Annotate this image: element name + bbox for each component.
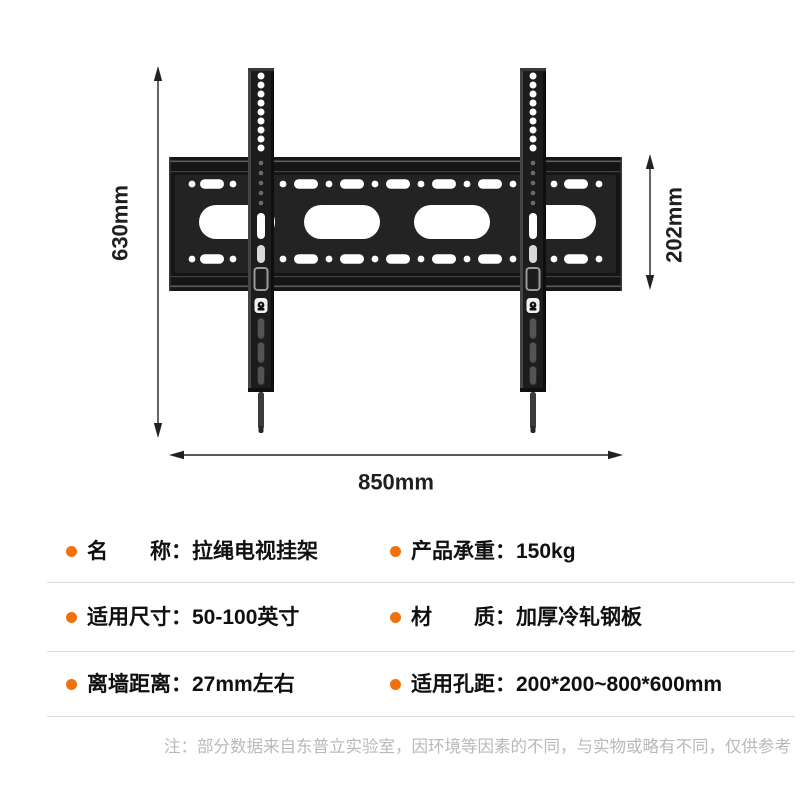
bullet-icon xyxy=(66,611,77,623)
arrow-up-icon xyxy=(153,66,163,81)
bullet-icon xyxy=(390,678,401,690)
pull-rope xyxy=(258,392,264,433)
dim-label-630mm: 630mm xyxy=(108,185,133,261)
dim-label-850mm: 850mm xyxy=(358,470,434,495)
spec-label: 名 称： xyxy=(87,539,192,563)
right-rail xyxy=(520,68,546,433)
spec-item-hole-pitch: 适用孔距： 200*200~800*600mm xyxy=(390,674,795,695)
arrow-down-icon xyxy=(645,275,655,290)
spec-value: 50-100英寸 xyxy=(192,605,300,629)
spec-label: 材 质： xyxy=(411,605,516,629)
bullet-icon xyxy=(390,611,401,623)
arrow-down-icon xyxy=(153,423,163,438)
spec-label: 适用孔距： xyxy=(411,672,516,696)
spec-item-load-capacity: 产品承重： 150kg xyxy=(390,541,795,562)
spec-value: 加厚冷轧钢板 xyxy=(516,605,642,629)
spec-item-wall-distance: 离墙距离： 27mm左右 xyxy=(66,674,390,695)
dimension-total-width: 850mm xyxy=(169,450,623,495)
spec-table: 名 称： 拉绳电视挂架 产品承重： 150kg 适用尺寸： 50-100英寸 材… xyxy=(47,520,795,717)
plate-top-holes xyxy=(188,179,603,189)
spec-row-3: 离墙距离： 27mm左右 适用孔距： 200*200~800*600mm xyxy=(47,652,795,717)
spec-label: 适用尺寸： xyxy=(87,605,192,629)
spec-value: 150kg xyxy=(516,539,576,563)
spec-label: 离墙距离： xyxy=(87,672,192,696)
bullet-icon xyxy=(66,545,77,557)
dim-label-202mm: 202mm xyxy=(662,187,687,263)
spec-value: 27mm左右 xyxy=(192,672,295,696)
rail-hook xyxy=(253,267,269,291)
spec-row-1: 名 称： 拉绳电视挂架 产品承重： 150kg xyxy=(47,520,795,583)
spec-value: 200*200~800*600mm xyxy=(516,672,723,696)
spec-item-material: 材 质： 加厚冷轧钢板 xyxy=(390,607,795,628)
rope-lock xyxy=(526,298,540,313)
arrow-up-icon xyxy=(645,154,655,169)
dimension-plate-height: 202mm xyxy=(645,154,687,290)
bullet-icon xyxy=(66,678,77,690)
spec-label: 产品承重： xyxy=(411,539,516,563)
spec-item-name: 名 称： 拉绳电视挂架 xyxy=(66,541,390,562)
dimension-total-height: 630mm xyxy=(108,66,163,438)
pull-rope xyxy=(530,392,536,433)
spec-row-2: 适用尺寸： 50-100英寸 材 质： 加厚冷轧钢板 xyxy=(47,583,795,652)
wall-plate xyxy=(169,157,622,291)
spec-value: 拉绳电视挂架 xyxy=(192,539,318,563)
plate-bottom-holes xyxy=(188,254,603,264)
spec-item-tv-size: 适用尺寸： 50-100英寸 xyxy=(66,607,390,628)
arrow-right-icon xyxy=(608,450,623,460)
arrow-left-icon xyxy=(169,450,184,460)
tv-mount-diagram: 630mm 202mm 850mm xyxy=(108,66,687,495)
rail-hook xyxy=(525,267,541,291)
disclaimer-note: 注：部分数据来自东普立实验室，因环境等因素的不同，与实物或略有不同，仅供参考 xyxy=(164,738,791,756)
left-rail xyxy=(248,68,274,433)
rope-lock xyxy=(254,298,268,313)
vesa-rails xyxy=(248,68,546,433)
bullet-icon xyxy=(390,545,401,557)
